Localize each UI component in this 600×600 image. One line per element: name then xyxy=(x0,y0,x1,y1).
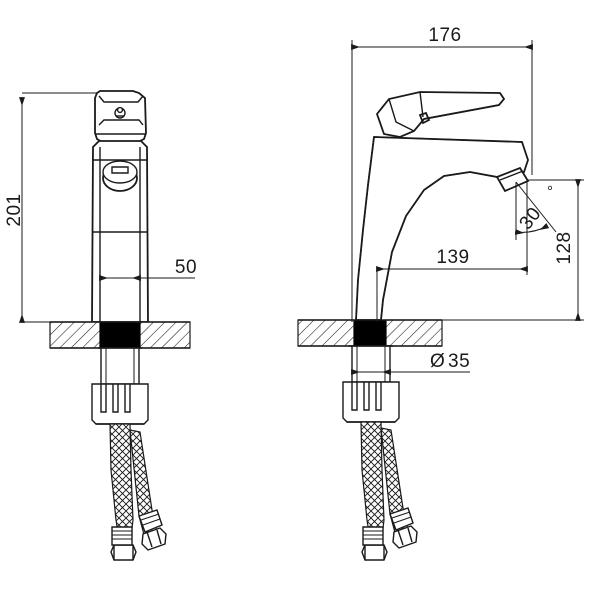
dimension-outlet-angle-30: 30 ° xyxy=(514,181,557,240)
dimension-label-shank-diameter: 35 xyxy=(448,351,470,372)
side-mounting-shank xyxy=(349,345,393,383)
dimension-label-body-width: 50 xyxy=(175,257,197,278)
dimension-label-overall-length: 176 xyxy=(428,25,461,46)
dimension-label-height: 201 xyxy=(4,193,25,226)
side-supply-hoses xyxy=(360,421,418,561)
front-mounting-shank xyxy=(98,347,142,385)
side-counter-hole xyxy=(353,319,387,347)
dimension-label-shank-diameter-symbol: Ø xyxy=(430,351,445,372)
side-lock-nut xyxy=(342,381,400,423)
side-lever-handle xyxy=(375,91,506,138)
front-faucet-body xyxy=(91,140,149,323)
degree-symbol: ° xyxy=(547,183,553,200)
side-spout-outlet xyxy=(495,166,530,193)
dimension-label-spout-height: 128 xyxy=(554,231,575,264)
front-view: 201 50 xyxy=(4,90,197,561)
dimension-body-width-50: 50 xyxy=(99,257,197,281)
dimension-label-spout-reach: 139 xyxy=(436,247,469,268)
dimension-shank-diameter-35: Ø 35 xyxy=(351,351,470,375)
side-hose-nut-1 xyxy=(361,544,388,561)
dimension-height-201: 201 xyxy=(4,92,97,323)
front-lock-nut xyxy=(91,383,149,425)
front-hose-nut-1 xyxy=(110,544,137,561)
front-supply-hoses xyxy=(109,423,167,561)
side-counter-section xyxy=(297,319,443,347)
dimension-spout-height-128: 128 xyxy=(442,179,584,321)
side-faucet-body xyxy=(355,136,530,321)
front-counter-section xyxy=(49,321,191,349)
front-counter-hole xyxy=(99,321,141,349)
dimension-overall-length-176: 176 xyxy=(351,25,533,322)
front-lever-handle xyxy=(94,90,147,143)
side-view: 176 139 128 30 ° Ø 35 xyxy=(297,25,584,561)
